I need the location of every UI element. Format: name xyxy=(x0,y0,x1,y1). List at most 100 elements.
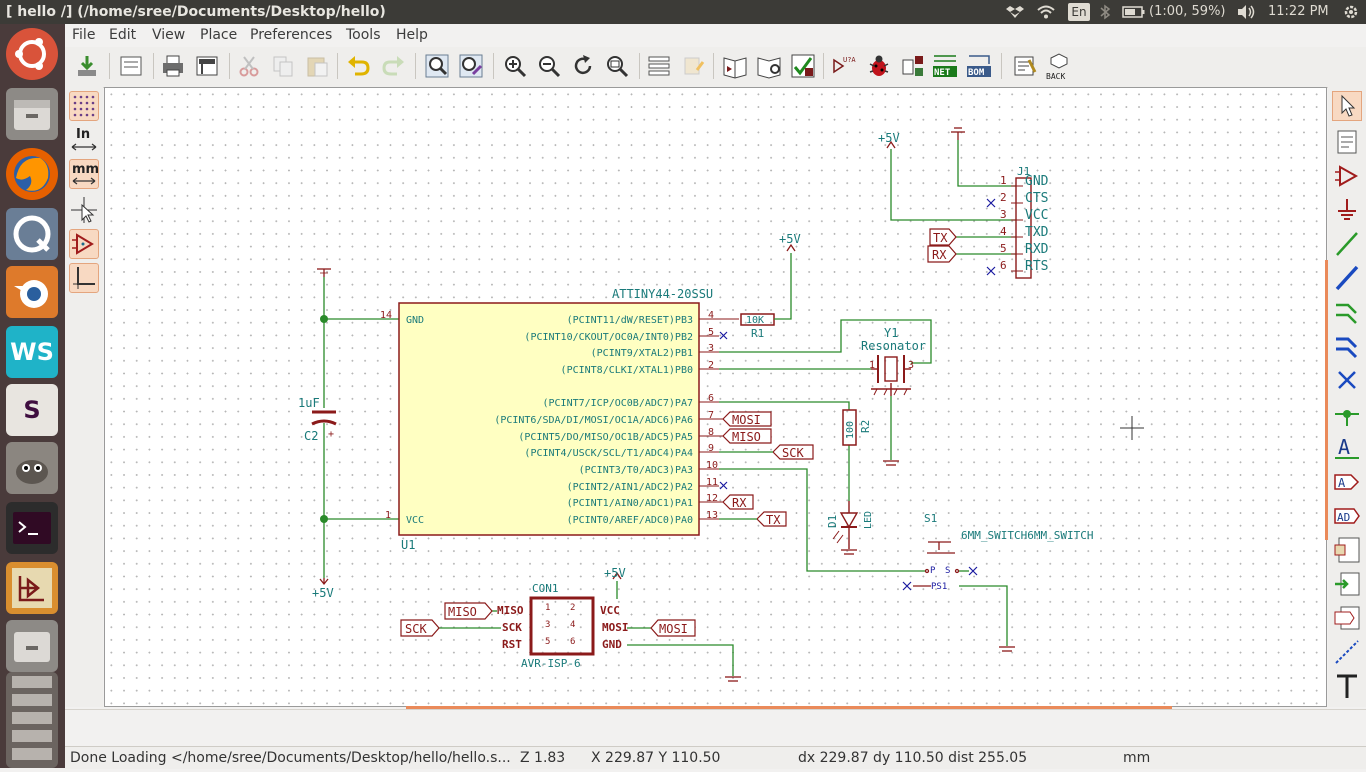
units-mm-button[interactable]: mm xyxy=(69,159,99,189)
cut-icon[interactable] xyxy=(235,52,263,80)
add-junction-icon[interactable] xyxy=(1332,399,1362,429)
select-tool-icon[interactable] xyxy=(1332,91,1362,121)
add-global-label-icon[interactable]: A xyxy=(1332,467,1362,497)
con1-ref[interactable]: CON1 xyxy=(532,582,559,595)
menu-help[interactable]: Help xyxy=(396,27,428,43)
bom-icon[interactable]: BOM xyxy=(965,52,993,80)
add-wire-entry-icon[interactable] xyxy=(1332,297,1362,327)
label-sck-con1[interactable]: SCK xyxy=(405,622,427,636)
zoom-fit-icon[interactable] xyxy=(603,52,631,80)
dropbox-icon[interactable] xyxy=(1006,4,1024,24)
y1-ref[interactable]: Y1 xyxy=(884,326,898,340)
cursor-shape-icon[interactable] xyxy=(69,195,99,225)
add-bus-entry-icon[interactable] xyxy=(1332,331,1362,361)
label-tx[interactable]: TX xyxy=(766,513,781,527)
c2-value[interactable]: 1uF xyxy=(298,396,320,410)
gear-icon[interactable] xyxy=(1343,4,1359,24)
s1-value[interactable]: 6MM_SWITCH6MM_SWITCH xyxy=(961,529,1093,542)
menu-edit[interactable]: Edit xyxy=(109,27,137,43)
units-inch-button[interactable]: In xyxy=(69,125,99,155)
j1-ref[interactable]: J1 xyxy=(1017,165,1030,178)
label-mosi-con1[interactable]: MOSI xyxy=(659,622,688,636)
slack-icon[interactable]: S xyxy=(6,384,58,436)
bluetooth-icon[interactable] xyxy=(1099,4,1111,24)
leave-sheet-icon[interactable] xyxy=(679,52,707,80)
vertical-scrollbar[interactable] xyxy=(1325,260,1328,540)
global-labels-j1[interactable] xyxy=(927,228,957,263)
power-5v-symbol[interactable] xyxy=(786,243,796,252)
label-mosi[interactable]: MOSI xyxy=(732,413,761,427)
add-wire-icon[interactable] xyxy=(1332,229,1362,259)
add-bus-icon[interactable] xyxy=(1332,263,1362,293)
print-icon[interactable] xyxy=(159,52,187,80)
no-connect-flags[interactable] xyxy=(902,566,978,591)
s1-ref[interactable]: S1 xyxy=(924,512,937,525)
switch-s1[interactable] xyxy=(913,541,960,587)
no-connect-icon[interactable] xyxy=(1332,365,1362,395)
zoom-out-icon[interactable] xyxy=(535,52,563,80)
files-icon-2[interactable] xyxy=(6,620,58,672)
grid-toggle-icon[interactable] xyxy=(69,91,99,121)
webstorm-icon[interactable]: WS xyxy=(6,326,58,378)
erc-bug-icon[interactable] xyxy=(865,52,893,80)
capacitor-c2[interactable] xyxy=(311,410,337,426)
r1-value[interactable]: 10K xyxy=(746,315,764,326)
zoom-in-icon[interactable] xyxy=(501,52,529,80)
find-icon[interactable] xyxy=(423,52,451,80)
d1-value[interactable]: LED xyxy=(863,511,874,529)
undo-icon[interactable] xyxy=(345,52,373,80)
library-editor-icon[interactable] xyxy=(721,52,749,80)
find-replace-icon[interactable] xyxy=(457,52,485,80)
highlight-net-icon[interactable] xyxy=(1332,127,1362,157)
power-5v-symbol[interactable] xyxy=(612,571,622,580)
files-icon[interactable] xyxy=(6,88,58,140)
label-wires[interactable] xyxy=(719,451,773,520)
y1-value[interactable]: Resonator xyxy=(861,339,926,353)
add-graphic-line-icon[interactable] xyxy=(1332,637,1362,667)
qcad-icon[interactable] xyxy=(6,208,58,260)
hierarchy-navigator-icon[interactable] xyxy=(645,52,673,80)
horizontal-scrollbar[interactable] xyxy=(406,706,1172,709)
plot-icon[interactable] xyxy=(193,52,221,80)
power-ground-symbol-j1[interactable] xyxy=(951,127,965,140)
add-hier-label-icon[interactable]: AD xyxy=(1332,501,1362,531)
redo-icon[interactable] xyxy=(379,52,407,80)
gimp-icon[interactable] xyxy=(6,442,58,494)
library-browser-icon[interactable] xyxy=(755,52,783,80)
junction[interactable] xyxy=(320,515,328,523)
label-rx-j1[interactable]: RX xyxy=(932,248,947,262)
annotate-check-icon[interactable] xyxy=(789,52,817,80)
clock[interactable]: 11:22 PM xyxy=(1268,4,1329,19)
terminal-icon[interactable] xyxy=(6,502,58,554)
firefox-icon[interactable] xyxy=(6,148,58,200)
save-icon[interactable] xyxy=(73,52,101,80)
u1-ref[interactable]: U1 xyxy=(401,538,415,552)
workspace-stack-icon[interactable] xyxy=(6,672,58,768)
volume-icon[interactable] xyxy=(1236,4,1256,24)
kicad-eeschema-icon[interactable] xyxy=(6,562,58,614)
power-5v-c2[interactable] xyxy=(319,578,329,586)
r1-ref[interactable]: R1 xyxy=(751,327,764,340)
assign-footprints-icon[interactable] xyxy=(899,52,927,80)
wires-s1[interactable] xyxy=(719,468,1008,646)
menu-place[interactable]: Place xyxy=(200,27,238,43)
keyboard-layout[interactable]: En xyxy=(1068,3,1090,21)
power-ground-symbol-con1[interactable] xyxy=(725,676,741,682)
connector-con1[interactable] xyxy=(529,596,595,656)
menu-preferences[interactable]: Preferences xyxy=(250,27,333,43)
power-5v-symbol[interactable] xyxy=(886,140,896,149)
global-labels-con1[interactable] xyxy=(400,602,696,637)
import-sheet-pin-icon[interactable] xyxy=(1332,569,1362,599)
hidden-pins-icon[interactable] xyxy=(69,229,99,259)
wires-j1[interactable] xyxy=(890,140,1016,255)
back-annotate-icon[interactable]: BACK xyxy=(1045,52,1075,81)
netlist-icon[interactable]: NET xyxy=(931,52,959,80)
junction[interactable] xyxy=(320,315,328,323)
battery-icon[interactable] xyxy=(1122,4,1146,24)
power-ground-symbol-y1[interactable] xyxy=(883,460,899,466)
resistor-r2[interactable] xyxy=(842,409,857,446)
menu-file[interactable]: File xyxy=(72,27,96,43)
sheet-settings-icon[interactable] xyxy=(117,52,145,80)
con1-value[interactable]: AVR-ISP-6 xyxy=(521,657,581,670)
add-component-icon[interactable] xyxy=(1332,161,1362,191)
